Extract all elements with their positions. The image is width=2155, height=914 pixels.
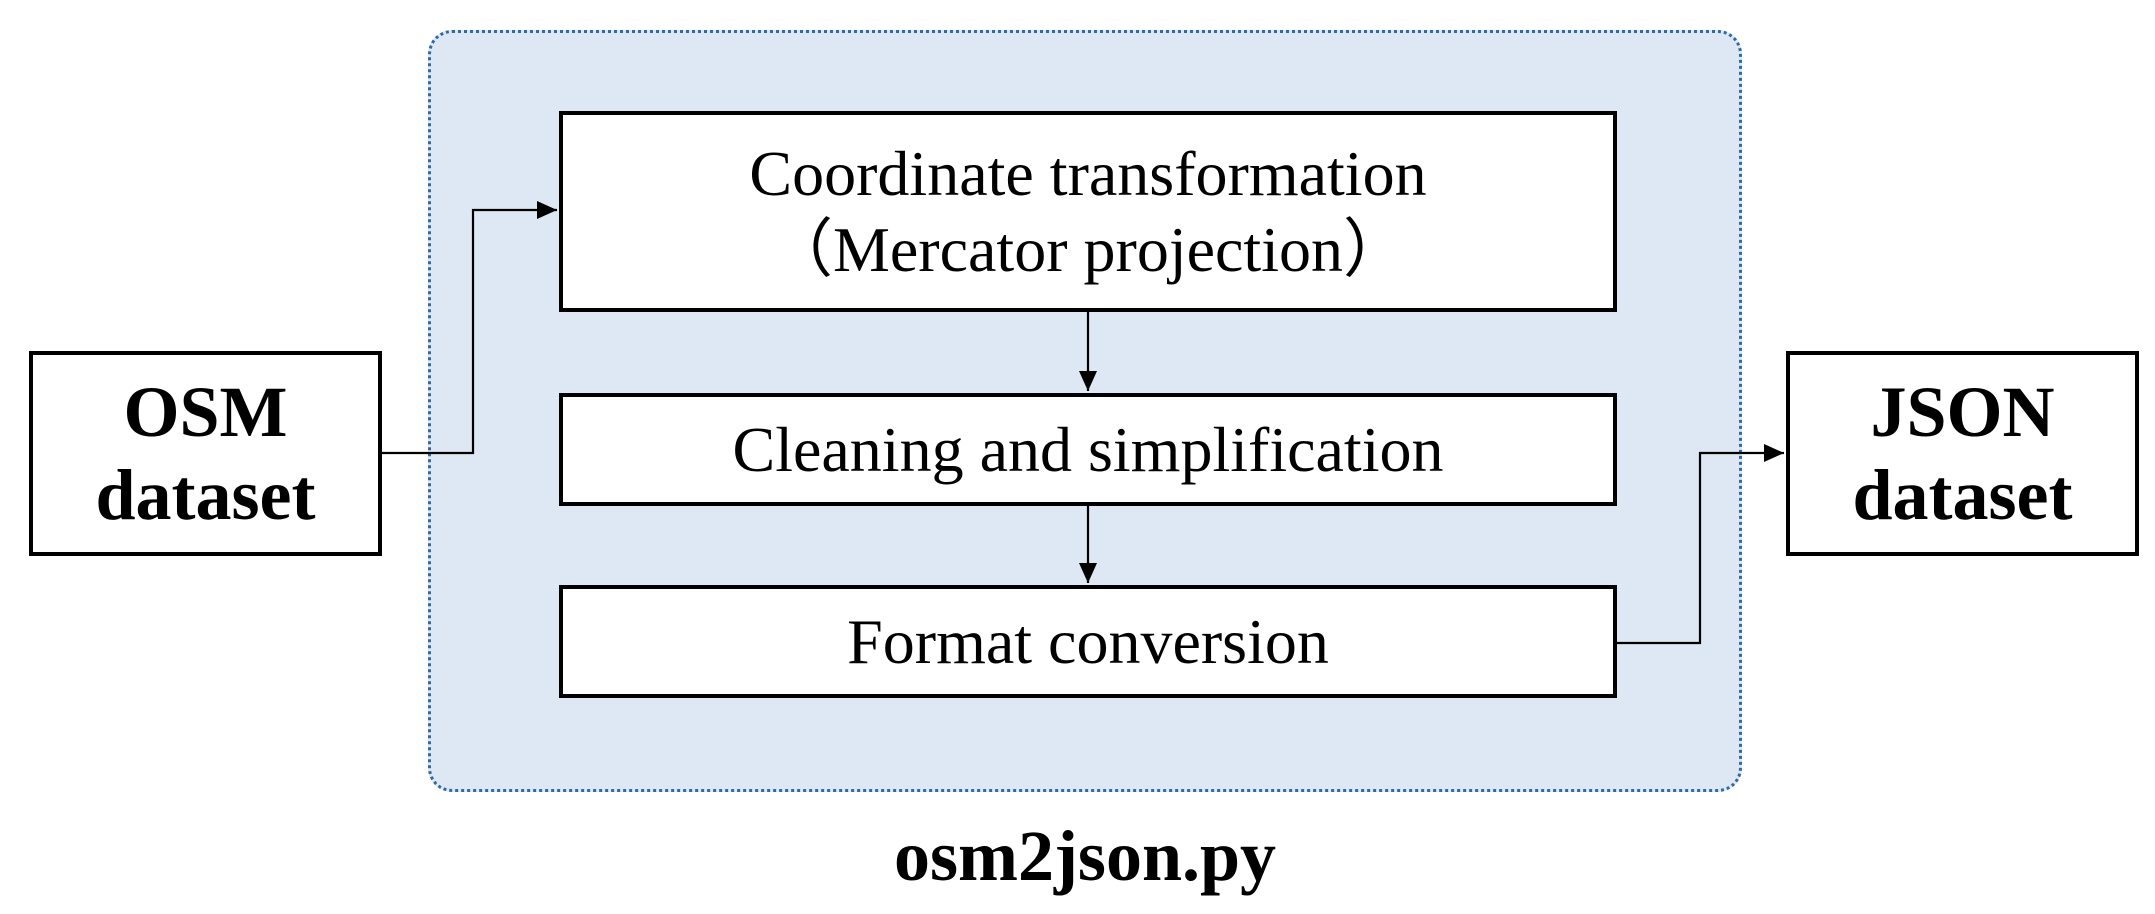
step-1-title: Coordinate transformation bbox=[749, 137, 1427, 209]
step-3-title: Format conversion bbox=[847, 605, 1329, 677]
osm-dataset-box: OSM dataset bbox=[29, 351, 382, 556]
output-line-2: dataset bbox=[1852, 454, 2073, 535]
coordinate-transformation-box: Coordinate transformation （Mercator proj… bbox=[559, 111, 1617, 312]
input-line-2: dataset bbox=[95, 454, 316, 535]
output-line-1: JSON bbox=[1870, 371, 2055, 452]
input-line-1: OSM bbox=[123, 371, 288, 452]
json-dataset-box: JSON dataset bbox=[1786, 351, 2139, 556]
script-label: osm2json.py bbox=[893, 816, 1277, 896]
format-conversion-box: Format conversion bbox=[559, 585, 1617, 698]
cleaning-simplification-box: Cleaning and simplification bbox=[559, 393, 1617, 506]
step-2-title: Cleaning and simplification bbox=[732, 413, 1444, 485]
step-1-subtitle: （Mercator projection） bbox=[769, 213, 1407, 285]
